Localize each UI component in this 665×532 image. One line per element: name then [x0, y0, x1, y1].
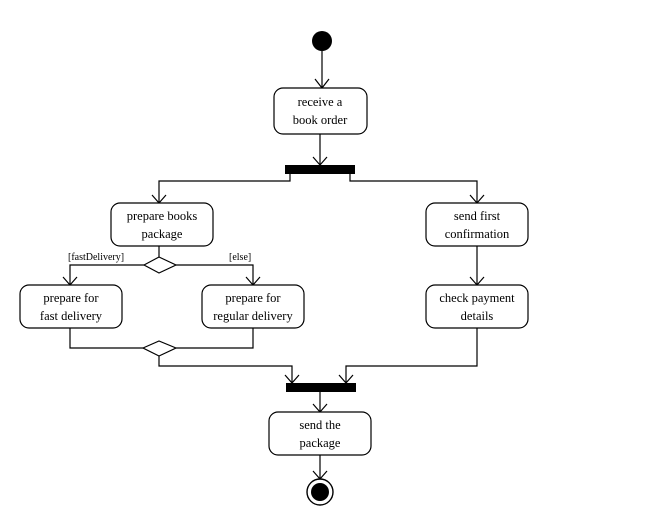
action-check-payment: check payment details: [425, 284, 529, 329]
action-label-line: fast delivery: [40, 309, 103, 323]
guard-else: [else]: [229, 252, 251, 263]
action-label-line: regular delivery: [213, 309, 293, 323]
final-node: [306, 478, 334, 506]
action-prepare-fast-delivery: prepare for fast delivery: [19, 284, 123, 329]
action-send-package: send the package: [268, 411, 372, 456]
action-label-line: check payment: [439, 291, 515, 305]
flow-merge-to-join: [158, 356, 293, 383]
guard-fast-delivery: [fastDelivery]: [68, 252, 124, 263]
join-bar: [286, 383, 356, 392]
flow-fast-to-merge: [69, 328, 143, 349]
action-prepare-regular-delivery: prepare for regular delivery: [201, 284, 305, 329]
flow-regular-to-merge: [176, 328, 254, 349]
action-label-line: send the: [299, 418, 341, 432]
flow-decision-to-regular: [176, 264, 254, 285]
action-label-line: send first: [454, 209, 501, 223]
action-label-line: prepare for: [43, 291, 99, 305]
flow-payment-to-join: [345, 328, 478, 383]
action-label-line: book order: [293, 113, 348, 127]
flow-fork-to-send-confirmation: [349, 174, 478, 203]
action-receive-order: receive a book order: [273, 87, 368, 135]
action-prepare-package: prepare books package: [110, 202, 214, 247]
fork-bar: [285, 165, 355, 174]
action-label-line: prepare books: [127, 209, 198, 223]
merge-node: [141, 340, 178, 357]
decision-node: [142, 256, 178, 274]
action-label-line: package: [142, 227, 183, 241]
action-label-line: details: [461, 309, 494, 323]
flow-fork-to-prepare-package: [158, 174, 291, 203]
action-label-line: confirmation: [445, 227, 510, 241]
action-label-line: receive a: [298, 95, 343, 109]
action-label-line: prepare for: [225, 291, 281, 305]
action-send-confirmation: send first confirmation: [425, 202, 529, 247]
flow-decision-to-fast: [69, 264, 144, 285]
initial-node: [312, 31, 332, 51]
action-label-line: package: [300, 436, 341, 450]
